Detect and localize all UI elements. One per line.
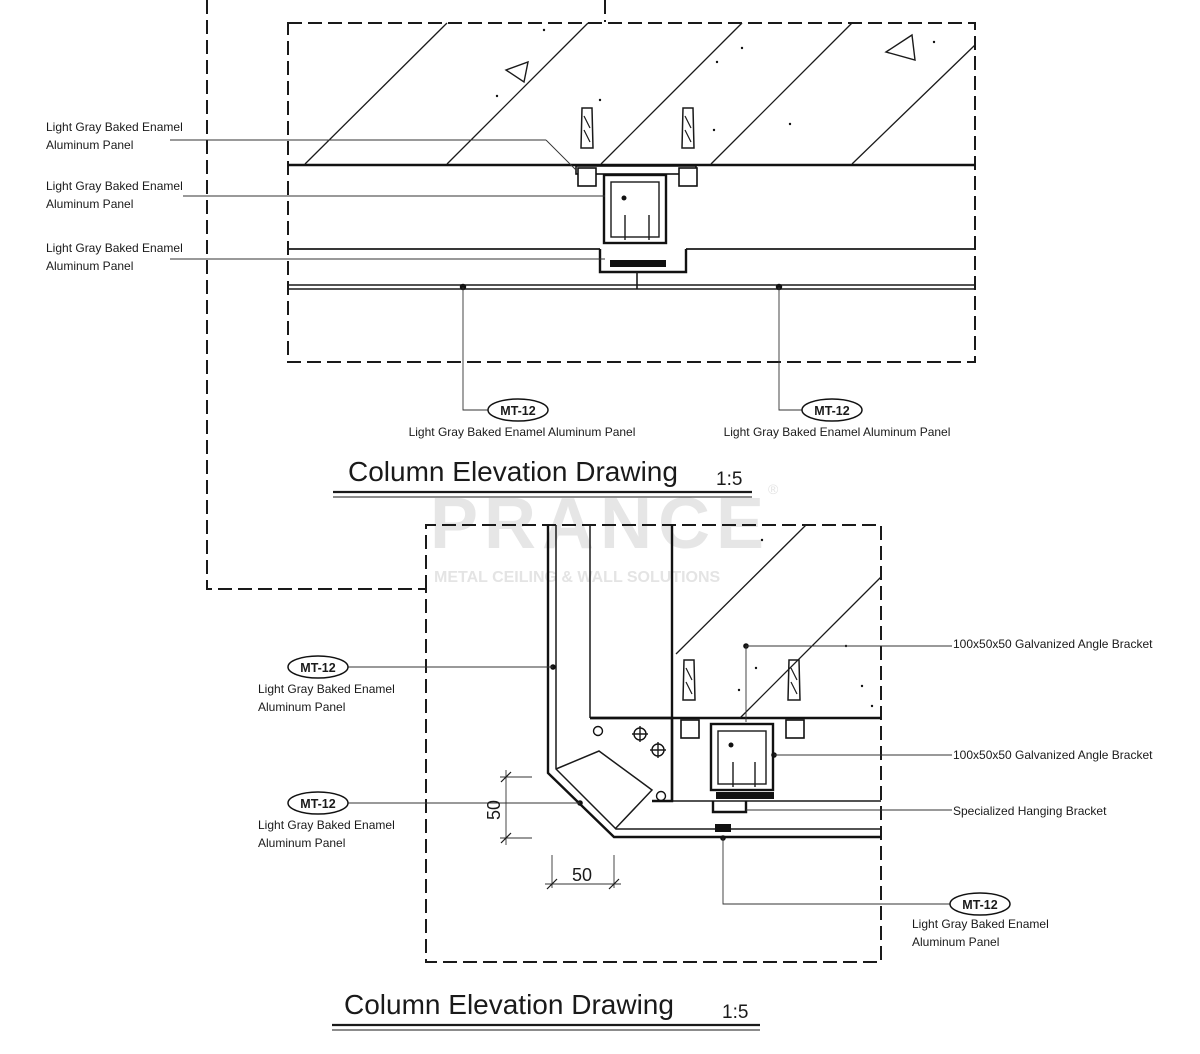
- corner-panel-inner: [555, 525, 881, 830]
- callout-label: Aluminum Panel: [46, 138, 133, 152]
- material-tag: [949, 892, 1011, 916]
- leader-line: [545, 139, 577, 171]
- watermark-brand: PRANCE: [430, 484, 770, 564]
- hanging-clip: [716, 792, 774, 799]
- material-tag-line1: Light Gray Baked Enamel: [912, 917, 1049, 931]
- dimension-vertical: 50: [484, 770, 532, 845]
- tube-bolts: [732, 762, 756, 787]
- concrete-specks: [495, 28, 936, 132]
- watermark-tagline: METAL CEILING & WALL SOLUTIONS: [434, 569, 721, 586]
- dimension-horizontal: 50: [545, 855, 621, 890]
- leader-line: [745, 645, 952, 722]
- material-tag-code: MT-12: [962, 898, 997, 912]
- drawing-title: Column Elevation Drawing: [344, 989, 674, 1020]
- callout-label: Light Gray Baked Enamel: [46, 241, 183, 255]
- drawing-scale: 1:5: [716, 469, 742, 490]
- drawing-title: Column Elevation Drawing: [348, 456, 678, 487]
- drawing-scale: 1:5: [722, 1002, 748, 1023]
- leader-line: [778, 287, 803, 411]
- top-detail: Light Gray Baked Enamel Aluminum Panel L…: [46, 22, 976, 498]
- material-tag: [801, 398, 863, 422]
- tube-bolts: [624, 215, 650, 240]
- material-tag-code: MT-12: [300, 797, 335, 811]
- steel-tube-inner: [717, 730, 767, 785]
- hanging-clip: [610, 260, 666, 267]
- dimension-value: 50: [484, 800, 504, 820]
- anchor-bolt: [577, 107, 597, 187]
- top-detail-frame: [287, 22, 976, 363]
- concrete-hatch: [675, 524, 882, 719]
- panel-joint-channel: [598, 249, 688, 274]
- bottom-detail-frame: [425, 524, 882, 963]
- anchor-bolt: [785, 659, 805, 739]
- material-tag-line2: Aluminum Panel: [258, 836, 345, 850]
- material-tag: [487, 398, 549, 422]
- material-tag-line1: Light Gray Baked Enamel: [258, 682, 395, 696]
- column-outline: [206, 0, 426, 590]
- material-tag-desc: Light Gray Baked Enamel Aluminum Panel: [409, 425, 636, 439]
- callout-label: Light Gray Baked Enamel: [46, 120, 183, 134]
- hanging-clip-bottom: [715, 824, 731, 832]
- callout-label: 100x50x50 Galvanized Angle Bracket: [953, 748, 1153, 762]
- material-tag: [287, 655, 349, 679]
- callout-label: Light Gray Baked Enamel: [46, 179, 183, 193]
- callout-label: 100x50x50 Galvanized Angle Bracket: [953, 637, 1153, 651]
- steel-tube-inner: [610, 181, 660, 238]
- corner-chamfer: [555, 750, 654, 830]
- material-tag: [287, 791, 349, 815]
- hanging-bracket: [711, 801, 748, 814]
- tube-fixing-point: [728, 742, 734, 748]
- bracket-fixing: [592, 725, 667, 802]
- leader-line: [462, 287, 490, 411]
- callout-label: Specialized Hanging Bracket: [953, 804, 1107, 818]
- tube-fixing-point: [621, 195, 627, 201]
- watermark-registered: ®: [768, 481, 779, 497]
- material-tag-line2: Aluminum Panel: [258, 700, 345, 714]
- callout-label: Aluminum Panel: [46, 259, 133, 273]
- steel-tube: [709, 722, 775, 792]
- anchor-bolt: [678, 107, 698, 187]
- anchor-bolt: [680, 659, 700, 739]
- material-tag-code: MT-12: [300, 661, 335, 675]
- material-tag-line2: Aluminum Panel: [912, 935, 999, 949]
- callout-label: Aluminum Panel: [46, 197, 133, 211]
- concrete-aggregate-mark: [884, 33, 916, 61]
- dimension-value: 50: [572, 865, 592, 885]
- material-tag-desc: Light Gray Baked Enamel Aluminum Panel: [724, 425, 951, 439]
- material-tag-code: MT-12: [814, 404, 849, 418]
- concrete-hatch: [304, 22, 976, 165]
- concrete-specks: [737, 538, 874, 708]
- material-tag-line1: Light Gray Baked Enamel: [258, 818, 395, 832]
- concrete-aggregate-mark: [504, 60, 529, 84]
- bottom-detail: 100x50x50 Galvanized Angle Bracket 100x5…: [258, 524, 1153, 1031]
- steel-tube: [602, 173, 668, 245]
- leader-line: [722, 838, 951, 905]
- material-tag-code: MT-12: [500, 404, 535, 418]
